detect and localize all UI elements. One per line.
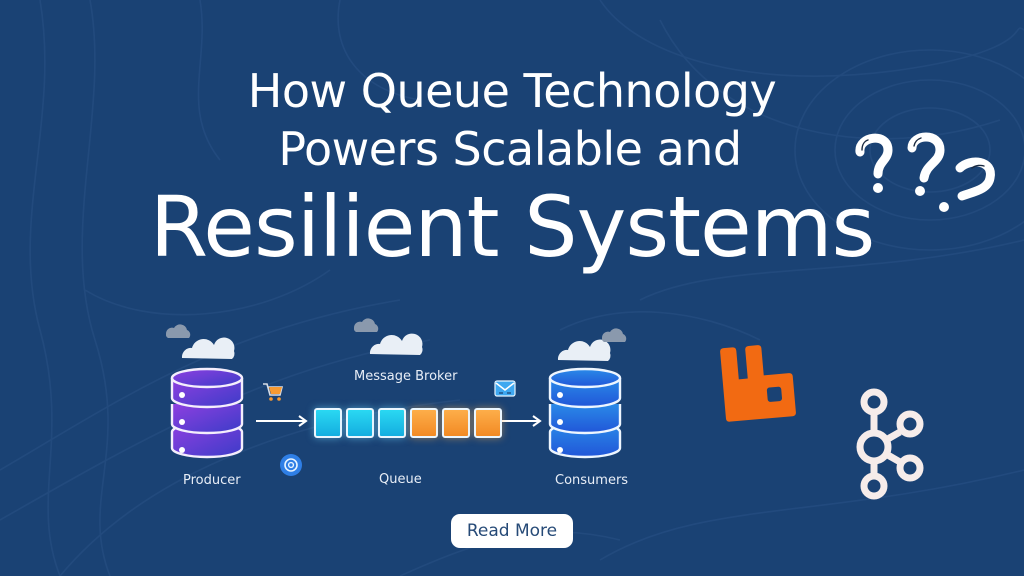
headline-line-1: How Queue Technology	[247, 64, 777, 118]
consumers-database-icon	[548, 367, 622, 459]
queue-item	[474, 408, 502, 438]
consumers-label: Consumers	[555, 473, 629, 488]
rabbitmq-logo	[720, 345, 796, 422]
producer-label: Producer	[183, 473, 241, 488]
queue-item	[410, 408, 438, 438]
envelope-icon	[494, 380, 516, 397]
queue-item	[442, 408, 470, 438]
question-marks-icon	[855, 132, 995, 212]
cloud-icon	[165, 324, 235, 359]
queue-item	[378, 408, 406, 438]
queue-label: Queue	[379, 472, 422, 487]
message-broker-label: Message Broker	[354, 369, 458, 384]
cloud-icon	[353, 318, 423, 355]
producer-database-icon	[170, 367, 244, 459]
question-mark-icon	[907, 132, 945, 183]
headline-line-3: Resilient Systems	[149, 178, 876, 276]
queue	[314, 408, 502, 438]
at-sign-icon	[280, 454, 302, 476]
queue-item	[346, 408, 374, 438]
shopping-cart-icon	[263, 383, 284, 401]
read-more-button[interactable]: Read More	[451, 514, 573, 548]
queue-item	[314, 408, 342, 438]
arrow-right-icon	[256, 415, 308, 427]
headline-line-2: Powers Scalable and	[278, 122, 742, 176]
question-mark-icon	[955, 157, 995, 201]
cloud-icon	[557, 328, 627, 361]
kafka-logo	[856, 388, 924, 500]
